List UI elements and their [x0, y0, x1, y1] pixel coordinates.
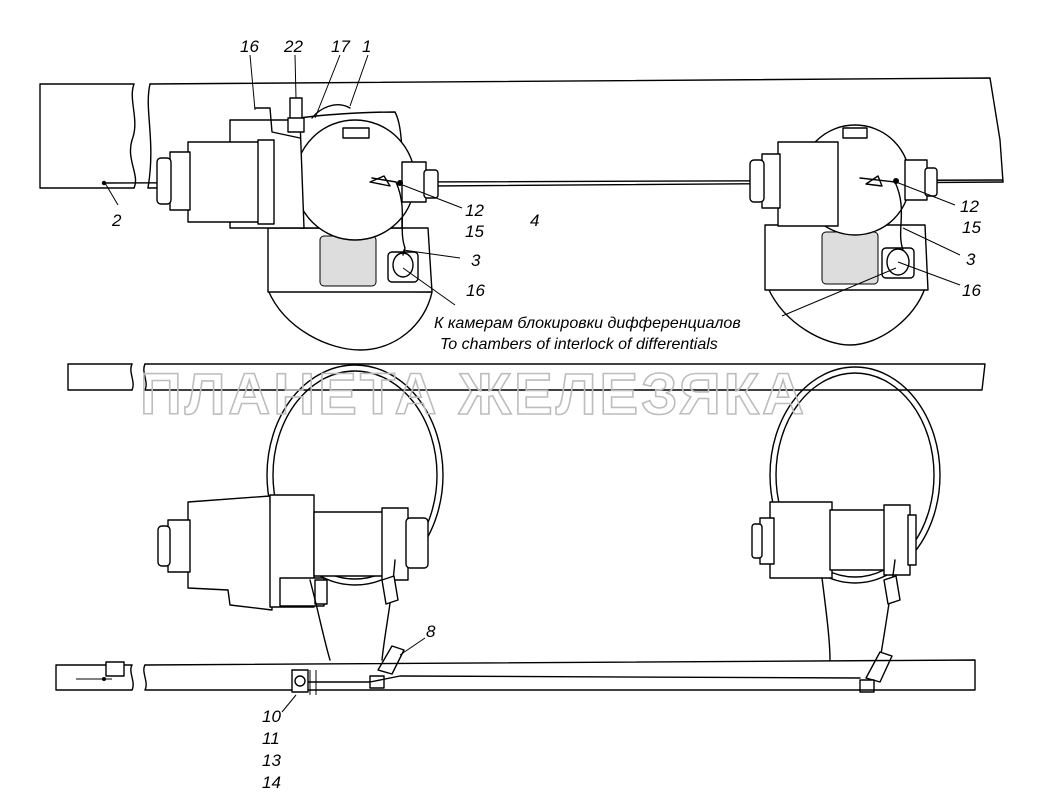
left-axle-side — [157, 364, 444, 689]
watermark-text: ПЛАНЕТА ЖЕЛЕЗЯКА — [140, 362, 807, 427]
caption: К камерам блокировки дифференциалов To c… — [434, 315, 741, 353]
callout-16-top: 16 — [240, 37, 259, 56]
caption-en: To chambers of interlock of differential… — [440, 336, 718, 353]
callout-14: 14 — [262, 773, 281, 792]
callout-22: 22 — [283, 37, 303, 56]
callout-15-right: 15 — [962, 218, 981, 237]
callout-16-right: 16 — [962, 281, 981, 300]
callout-3-left: 3 — [471, 251, 481, 270]
callout-4: 4 — [530, 211, 539, 230]
callout-13: 13 — [262, 751, 281, 770]
callout-15-left: 15 — [465, 222, 484, 241]
callout-12-right: 12 — [960, 197, 979, 216]
callout-2: 2 — [111, 211, 122, 230]
callout-17: 17 — [331, 37, 350, 56]
callout-1: 1 — [362, 37, 371, 56]
leader-lines — [104, 54, 961, 713]
callout-12-left: 12 — [465, 201, 484, 220]
caption-ru: К камерам блокировки дифференциалов — [434, 315, 741, 332]
lower-frame-rail — [55, 659, 976, 695]
callout-10: 10 — [262, 707, 281, 726]
callout-8: 8 — [426, 622, 436, 641]
callout-16-left: 16 — [466, 281, 485, 300]
callout-3-right: 3 — [966, 250, 976, 269]
right-axle-side — [751, 366, 941, 693]
callout-labels: 16 22 17 1 2 4 12 15 3 16 12 15 3 16 8 1… — [111, 37, 981, 792]
right-axle-top — [749, 124, 938, 346]
callout-11: 11 — [262, 729, 280, 748]
mid-frame-rail — [67, 363, 986, 391]
left-axle-top — [156, 97, 439, 351]
